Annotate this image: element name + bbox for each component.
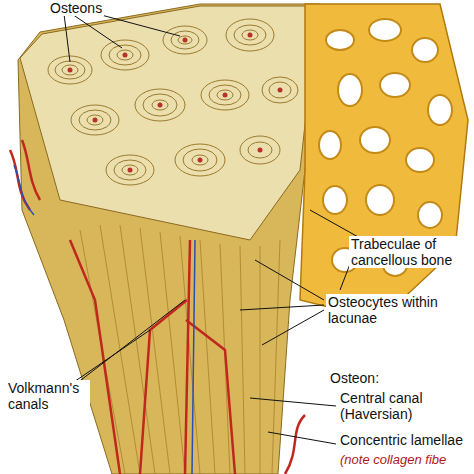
part-label: Osteons — [48, 0, 104, 16]
part-label: Central canal (Haversian) — [338, 390, 462, 422]
part-label: Osteon: — [328, 370, 381, 386]
part-label: Trabeculae of cancellous bone — [349, 236, 471, 268]
part-label: (note collagen fibe — [338, 452, 448, 468]
part-label: Osteocytes within lacunae — [326, 294, 440, 326]
part-label: Volkmann's canals — [6, 380, 90, 412]
part-label: Concentric lamellae — [338, 432, 465, 448]
